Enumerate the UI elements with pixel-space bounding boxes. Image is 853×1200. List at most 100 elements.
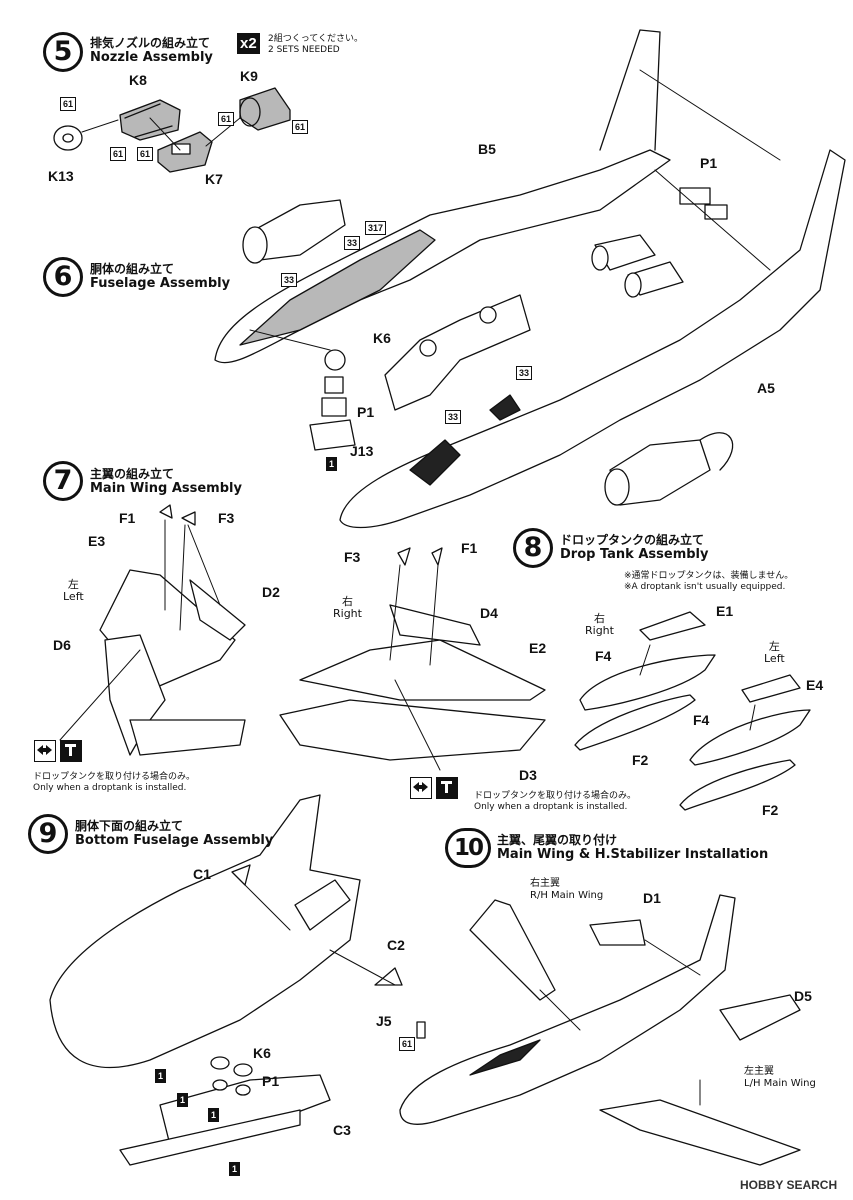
rh-wing-label-jp: 右主翼 [530,878,560,889]
right-side-tank-jp: 右 [593,612,605,625]
rh-wing-label-en: R/H Main Wing [530,890,604,901]
part-label-f3-right: F3 [344,549,361,565]
sets-note-en: 2 SETS NEEDED [268,45,340,55]
step-8-number: 8 [513,528,553,568]
part-label-e4: E4 [806,677,824,693]
color-callout-61: 61 [292,120,309,134]
nozzle-parts-drawing [53,87,291,173]
drill-hole-icon-2 [410,777,432,799]
color-callout-1: 1 [229,1162,241,1176]
color-callout-1: 1 [208,1108,220,1122]
color-callout-61: 61 [218,112,235,126]
right-side-tank-en: Right [585,624,614,637]
droptank-only-note-jp-2: ドロップタンクを取り付ける場合のみ。 [474,791,637,801]
part-label-a5: A5 [757,380,775,396]
fuselage-drawing [214,29,846,529]
part-label-f1-right: F1 [461,540,478,556]
open-hole-icon-2 [436,777,458,799]
part-label-f4-right: F4 [595,648,612,664]
step-7-title-en: Main Wing Assembly [90,481,242,496]
open-hole-icon [60,740,82,762]
step-6-title-en: Fuselage Assembly [90,276,231,291]
left-side-indicator: 左 Left [63,579,84,603]
sets-multiplier-badge: x2 [237,33,260,54]
right-side-indicator-tank: 右 Right [585,613,614,637]
step-10-number: 10 [445,828,491,868]
part-label-c2: C2 [387,937,405,953]
droptank-usage-note-jp: ※通常ドロップタンクは、装備しません。 [624,571,794,581]
main-wing-right-drawing [279,547,546,771]
droptank-only-note-en-2: Only when a droptank is installed. [474,802,628,812]
part-label-p1-bottom: P1 [262,1073,280,1089]
part-label-b5: B5 [478,141,496,157]
color-callout-33: 33 [281,273,298,287]
step-10-title-en: Main Wing & H.Stabilizer Installation [497,847,769,862]
part-label-k9: K9 [240,68,258,84]
step-6-number: 6 [43,257,83,297]
color-callout-33: 33 [516,366,533,380]
step-5-title-jp: 排気ノズルの組み立て [90,36,211,50]
bottom-fuselage-drawing [49,794,426,1166]
part-label-d5: D5 [794,988,812,1004]
color-callout-61: 61 [60,97,77,111]
step-7-title-jp: 主翼の組み立て [90,467,175,481]
part-label-k6: K6 [373,330,391,346]
part-label-j13: J13 [350,443,374,459]
part-label-p1-upper: P1 [700,155,718,171]
sets-note-jp: 2組つくってください。 [268,34,364,44]
droptank-only-note-jp-1: ドロップタンクを取り付ける場合のみ。 [33,772,196,782]
part-label-k6-bottom: K6 [253,1045,271,1061]
main-wing-left-drawing [59,504,246,756]
part-label-c3: C3 [333,1122,351,1138]
part-label-d4: D4 [480,605,498,621]
left-side-tank-jp: 左 [768,640,780,653]
color-callout-317: 317 [365,221,387,235]
drill-hole-icon [34,740,56,762]
color-callout-33: 33 [344,236,361,250]
step-9-number: 9 [28,814,68,854]
left-side-indicator-tank: 左 Left [764,641,785,665]
lh-wing-label-jp: 左主翼 [744,1066,774,1077]
part-label-e3: E3 [88,533,106,549]
part-label-f3-left: F3 [218,510,235,526]
color-callout-61: 61 [399,1037,416,1051]
watermark: HOBBY SEARCH [740,1178,838,1192]
step-5-number: 5 [43,32,83,72]
part-label-k8: K8 [129,72,147,88]
left-side-en: Left [63,590,84,603]
wing-install-drawing [399,894,801,1166]
part-label-d6: D6 [53,637,71,653]
part-label-d2: D2 [262,584,280,600]
step-9-title-jp: 胴体下面の組み立て [75,819,184,833]
color-callout-33: 33 [445,410,462,424]
color-callout-1: 1 [326,457,338,471]
step-8-title-en: Drop Tank Assembly [560,547,709,562]
part-label-e1: E1 [716,603,734,619]
step-7-number: 7 [43,461,83,501]
part-label-f1-left: F1 [119,510,136,526]
color-callout-61: 61 [110,147,127,161]
left-side-tank-en: Left [764,652,785,665]
right-side-jp: 右 [341,595,353,608]
right-side-en: Right [333,607,362,620]
part-label-f4-left: F4 [693,712,710,728]
lh-wing-label-en: L/H Main Wing [744,1078,816,1089]
part-label-e2: E2 [529,640,547,656]
part-label-f2-right: F2 [632,752,649,768]
droptank-only-note-en-1: Only when a droptank is installed. [33,783,187,793]
part-label-d1: D1 [643,890,661,906]
part-label-c1: C1 [193,866,211,882]
color-callout-1: 1 [155,1069,167,1083]
right-side-indicator-wing: 右 Right [333,596,362,620]
part-label-d3: D3 [519,767,537,783]
left-side-jp: 左 [67,578,79,591]
part-label-p1-stand: P1 [357,404,375,420]
part-label-k7: K7 [205,171,223,187]
color-callout-1: 1 [177,1093,189,1107]
step-6-title-jp: 胴体の組み立て [90,262,175,276]
part-label-j5: J5 [376,1013,392,1029]
color-callout-61: 61 [137,147,154,161]
drop-tank-drawing [574,611,811,811]
part-label-f2-left: F2 [762,802,779,818]
part-label-k13: K13 [48,168,74,184]
